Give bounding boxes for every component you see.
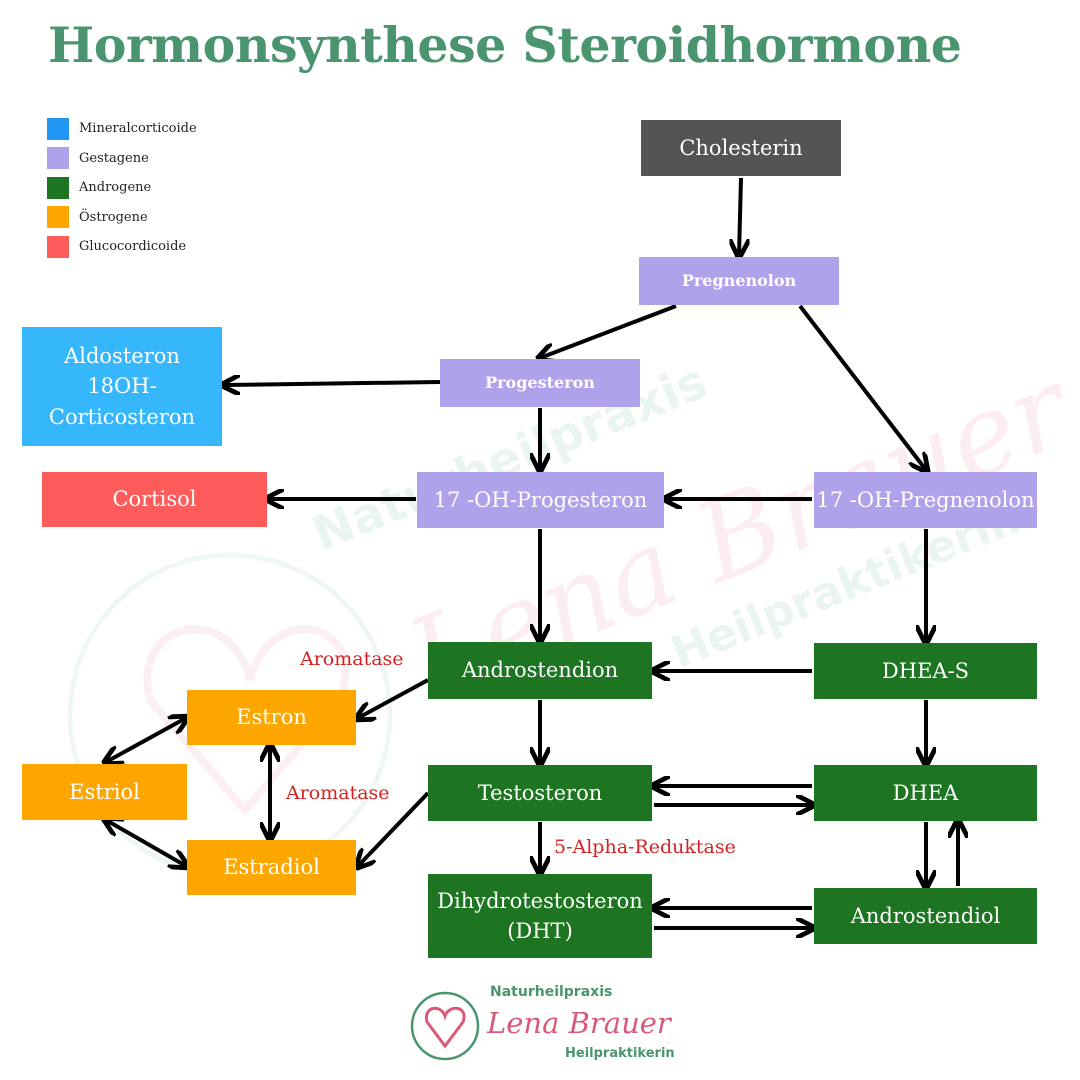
node-ohpregnenolon: 17 -OH-Pregnenolon (814, 472, 1037, 528)
legend-swatch (47, 206, 69, 229)
legend-label: Mineralcorticoide (79, 121, 197, 137)
legend-label: Östrogene (79, 209, 148, 225)
node-estron: Estron (187, 690, 356, 745)
logo-text-praxis: Naturheilpraxis (490, 984, 613, 1000)
node-androstendion: Androstendion (428, 642, 652, 699)
arrow-testosteron-estradiol (358, 791, 430, 866)
arrow-estron-estriol (106, 718, 186, 762)
arrow-progesteron-aldosteron (224, 382, 441, 385)
node-dht: Dihydrotestosteron (DHT) (428, 874, 652, 958)
node-pregnenolon: Pregnenolon (639, 257, 839, 305)
legend-swatch (47, 147, 69, 170)
legend-label: Androgene (79, 180, 152, 196)
node-cholesterin: Cholesterin (641, 120, 841, 176)
node-progesteron: Progesteron (440, 359, 640, 407)
logo-emblem-icon (410, 991, 480, 1061)
node-ohprogesteron: 17 -OH-Progesteron (417, 472, 664, 528)
legend-item: Östrogene (47, 203, 197, 233)
enzyme-label-aromatase: Aromatase (300, 648, 404, 670)
legend-label: Glucocordicoide (79, 239, 187, 255)
legend-item: Androgene (47, 173, 197, 203)
logo-text-name: Lena Brauer (487, 1006, 671, 1040)
legend-label: Gestagene (79, 150, 149, 166)
node-estradiol: Estradiol (187, 840, 356, 895)
node-dheas: DHEA-S (814, 643, 1037, 699)
logo: Naturheilpraxis Lena Brauer Heilpraktike… (405, 982, 705, 1072)
legend-item: Gestagene (47, 144, 197, 174)
node-estriol: Estriol (22, 764, 187, 820)
enzyme-label-5-alpha-reduktase: 5-Alpha-Reduktase (554, 836, 736, 858)
legend: Mineralcorticoide Gestagene Androgene Ös… (47, 114, 197, 262)
arrow-cholesterin-pregnenolon (739, 177, 741, 255)
node-testosteron: Testosteron (428, 765, 652, 821)
enzyme-label-aromatase: Aromatase (286, 782, 390, 804)
legend-item: Mineralcorticoide (47, 114, 197, 144)
arrow-estriol-estradiol (106, 820, 186, 866)
logo-text-title: Heilpraktikerin (565, 1046, 675, 1061)
legend-swatch (47, 235, 69, 258)
page-title: Hormonsynthese Steroidhormone (48, 16, 962, 74)
legend-item: Glucocordicoide (47, 232, 197, 262)
arrow-pregnenolon-ohpregnenolon (798, 304, 926, 470)
node-cortisol: Cortisol (42, 472, 267, 527)
node-aldosteron: Aldosteron 18OH- Corticosteron (22, 327, 222, 446)
node-androstendiol: Androstendiol (814, 888, 1037, 944)
node-dhea: DHEA (814, 765, 1037, 821)
arrow-androstendion-estron (358, 678, 429, 718)
legend-swatch (47, 176, 69, 199)
arrow-pregnenolon-progesteron (540, 304, 677, 358)
legend-swatch (47, 117, 69, 140)
